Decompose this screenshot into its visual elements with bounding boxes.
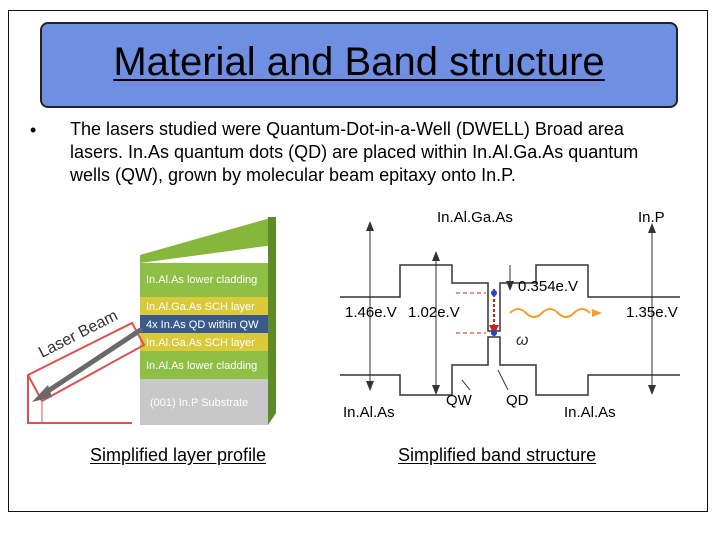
electron-dot	[491, 290, 497, 296]
label-qw: QW	[446, 392, 472, 409]
label-135ev: 1.35e.V	[626, 304, 678, 321]
bullet-text: The lasers studied were Quantum-Dot-in-a…	[70, 119, 639, 185]
label-qd: QD	[506, 392, 529, 409]
label-inp: In.P	[638, 209, 665, 226]
layer-profile-figure: In.Al.As lower cladding In.Al.Ga.As SCH …	[26, 217, 276, 425]
band-structure-caption: Simplified band structure	[398, 445, 597, 465]
layer-sch-bottom	[140, 333, 268, 351]
label-inalgaas: In.Al.Ga.As	[437, 209, 513, 226]
title-banner: Material and Band structure	[40, 22, 678, 108]
layer-label-4: In.Al.As lower cladding	[146, 360, 257, 372]
beam-arrow	[40, 326, 144, 398]
hole-dot	[491, 330, 497, 336]
layer-lower-cladding-bottom	[140, 351, 268, 379]
layer-label-5: (001) In.P Substrate	[150, 397, 248, 409]
band-structure-figure: ω	[340, 221, 680, 396]
label-102ev: 1.02e.V	[408, 304, 460, 321]
layer-sch-top	[140, 297, 268, 315]
label-inalas-left: In.Al.As	[343, 404, 395, 421]
layer-label-2: 4x In.As QD within QW	[146, 319, 259, 331]
layer-substrate	[140, 379, 268, 425]
valence-band	[340, 336, 680, 396]
layer-label-0: In.Al.As lower cladding	[146, 274, 257, 286]
layer-label-3: In.Al.Ga.As SCH layer	[146, 337, 255, 349]
bullet-marker: •	[30, 120, 37, 140]
layer-qd	[140, 315, 268, 333]
layer-label-1: In.Al.Ga.As SCH layer	[146, 301, 255, 313]
photon-wave	[509, 308, 591, 318]
label-146ev: 1.46e.V	[345, 304, 397, 321]
photon-label: ω	[516, 332, 528, 349]
laser-beam-outline	[26, 321, 146, 403]
layer-profile-caption: Simplified layer profile	[90, 445, 267, 465]
label-inalas-right: In.Al.As	[564, 404, 616, 421]
label-0354ev: 0.354e.V	[518, 278, 579, 295]
layer-lower-cladding-top	[140, 263, 268, 297]
slide-title: Material and Band structure	[113, 40, 605, 84]
